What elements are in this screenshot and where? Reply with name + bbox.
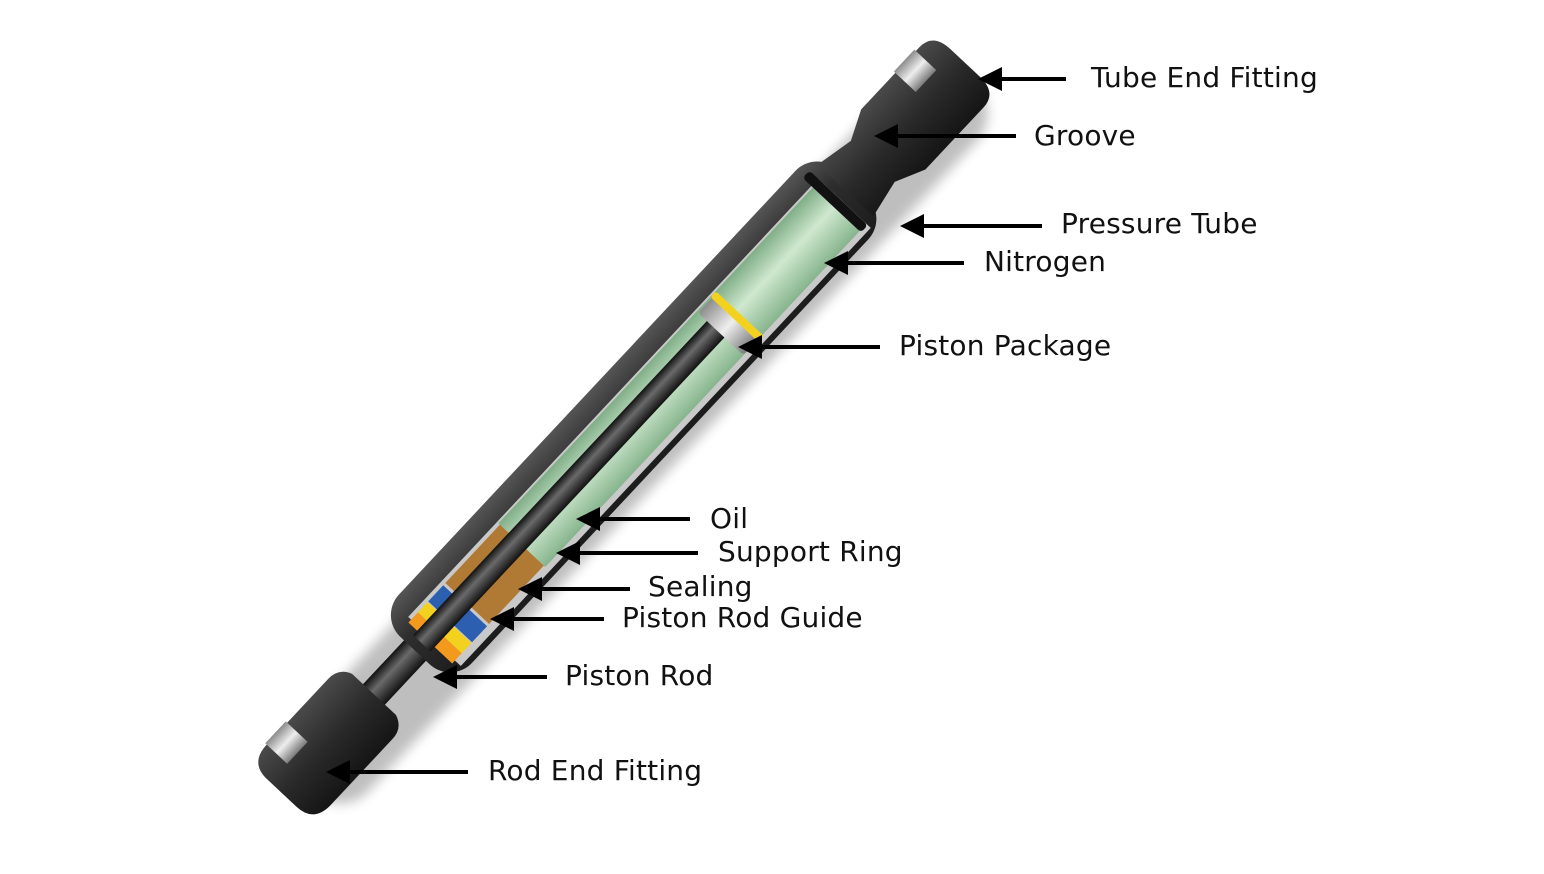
arrow-oil (576, 507, 690, 531)
arrow-tube-end-fitting (978, 67, 1066, 91)
groove (804, 172, 867, 231)
tube-fitting-clip (893, 49, 937, 93)
label-nitrogen: Nitrogen (984, 245, 1107, 278)
rod-end-fitting (258, 671, 399, 815)
arrow-pressure-tube (900, 214, 1042, 238)
label-piston-package: Piston Package (899, 329, 1112, 362)
label-oil: Oil (710, 502, 749, 535)
piston-ring (711, 292, 763, 341)
inner-piston-rod (413, 313, 732, 652)
rod-fitting-clip (265, 721, 308, 764)
arrow-piston-rod (433, 665, 547, 689)
label-pressure-tube: Pressure Tube (1061, 207, 1258, 240)
arrow-rod-end-fitting (326, 760, 468, 784)
arrow-piston-package (738, 335, 880, 359)
label-support-ring: Support Ring (718, 535, 903, 568)
label-piston-rod-guide: Piston Rod Guide (622, 601, 863, 634)
arrow-piston-rod-guide (490, 607, 604, 631)
tube-end-fitting (817, 40, 990, 217)
label-tube-end-fitting: Tube End Fitting (1091, 61, 1318, 94)
label-rod-end-fitting: Rod End Fitting (488, 754, 703, 787)
label-piston-rod: Piston Rod (565, 659, 714, 692)
label-groove: Groove (1034, 119, 1136, 152)
arrow-support-ring (556, 541, 698, 565)
arrow-groove (874, 124, 1016, 148)
label-sealing: Sealing (648, 570, 753, 603)
arrow-nitrogen (824, 251, 964, 275)
arrow-sealing (518, 577, 630, 601)
